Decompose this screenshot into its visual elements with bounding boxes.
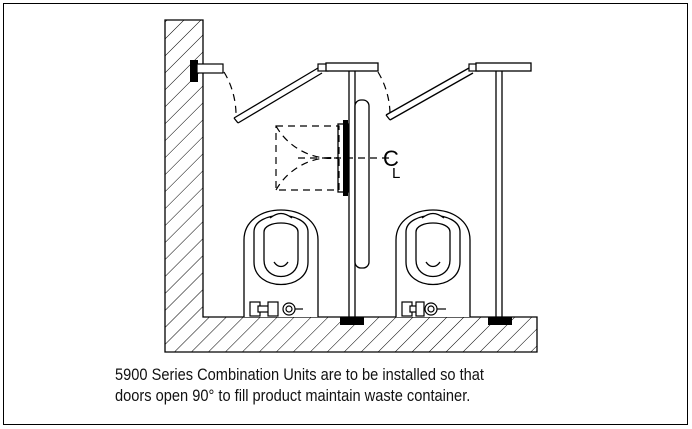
wall-bracket — [190, 60, 198, 82]
centerline-symbol: C L — [383, 146, 400, 182]
pilaster-head-2 — [475, 62, 532, 72]
unit-door-swing — [275, 125, 392, 191]
door-hinge-block — [196, 63, 224, 74]
door-swing-arc-1 — [223, 71, 237, 118]
diagram-frame — [3, 3, 688, 425]
pilaster-post-1 — [348, 71, 356, 317]
caption-line-2: doors open 90° to fill product maintain … — [115, 386, 471, 405]
svg-text:L: L — [392, 165, 400, 182]
grab-bar — [354, 99, 370, 269]
caption-line-1: 5900 Series Combination Units are to be … — [115, 365, 484, 384]
door-swing-arc-2 — [377, 71, 391, 118]
flush-valve-2 — [401, 301, 446, 317]
toilet-1 — [243, 209, 319, 317]
pilaster-post-2 — [495, 71, 503, 317]
flush-valve-1 — [249, 301, 303, 317]
pilaster-head-1 — [325, 62, 379, 72]
partition-door-1 — [233, 67, 323, 124]
svg-text:C: C — [383, 146, 399, 171]
pilaster-shoe-1 — [340, 317, 364, 325]
partition-door-2 — [385, 67, 474, 121]
pilaster-shoe-2 — [488, 317, 512, 325]
toilet-2 — [395, 209, 471, 317]
